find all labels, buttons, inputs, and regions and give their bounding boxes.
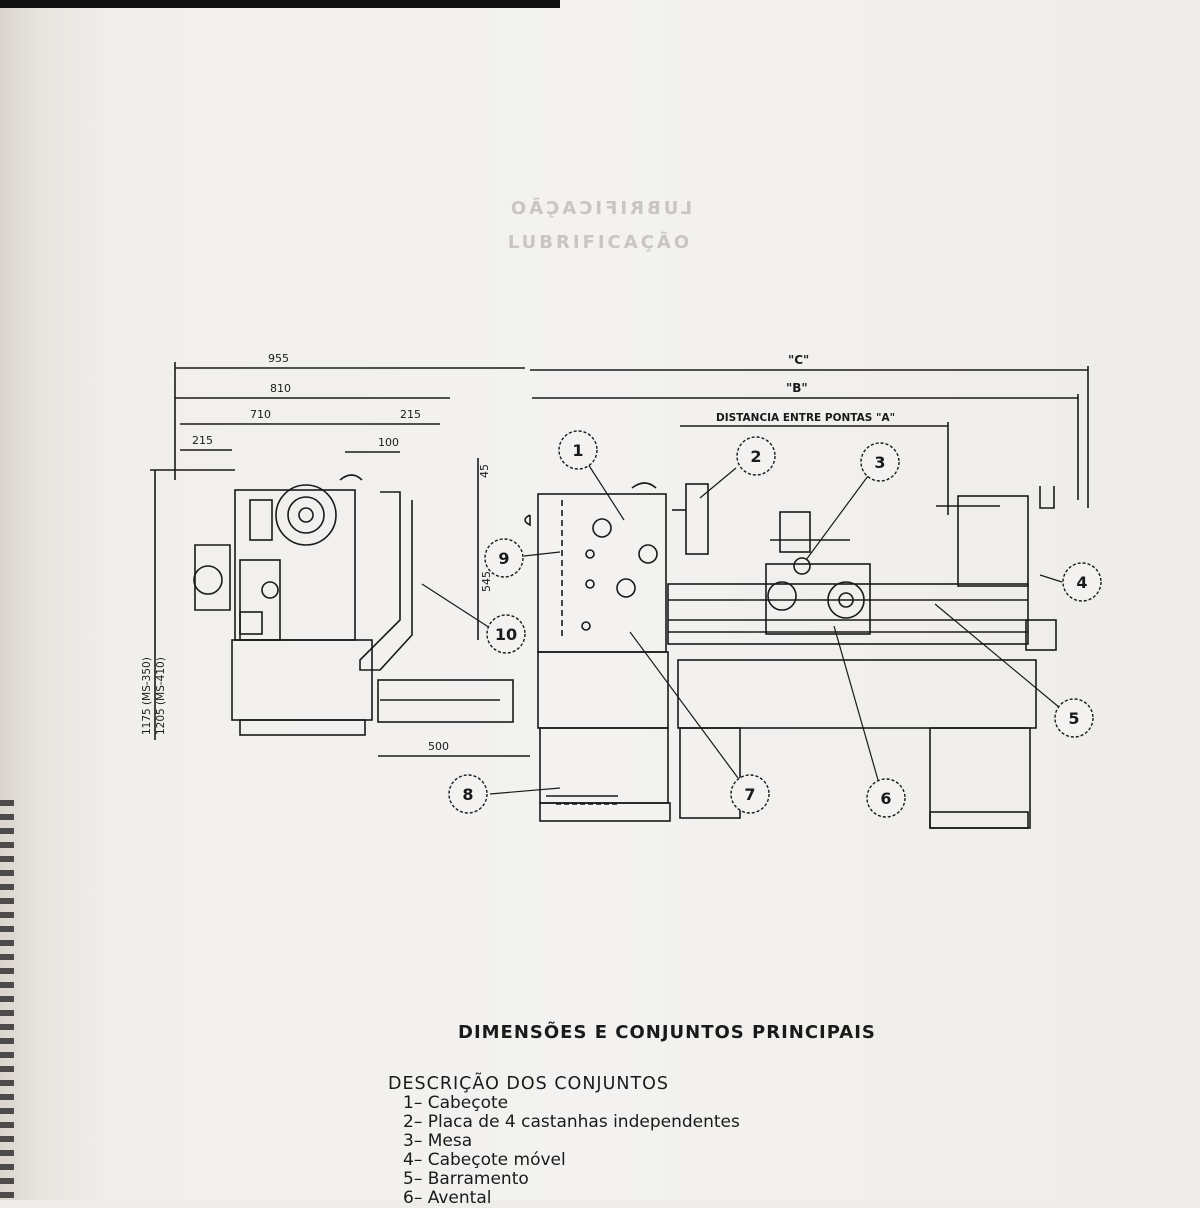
callout-7-label: 7	[744, 785, 755, 804]
callout-6-label: 6	[880, 789, 891, 808]
callout-leaders	[421, 463, 1063, 795]
callout-6	[866, 778, 906, 818]
callout-8-label: 8	[462, 785, 473, 804]
list-item: 6– Avental	[403, 1188, 492, 1208]
callout-3-label: 3	[874, 453, 885, 472]
top-edge-shadow	[0, 0, 560, 8]
dim-1205: 1205 (MS-410)	[155, 657, 167, 735]
assembly-description: DESCRIÇÃO DOS CONJUNTOS 1– Cabeçote 2– P…	[388, 1075, 740, 1208]
lathe-side-view	[193, 474, 514, 736]
show-through-title: LUBRIFICAÇÃO	[507, 232, 693, 253]
list-item: 2– Placa de 4 castanhas independentes	[403, 1112, 740, 1132]
callout-5	[1054, 698, 1094, 738]
callout-1-label: 1	[572, 441, 583, 460]
description-title: DESCRIÇÃO DOS CONJUNTOS	[388, 1074, 670, 1094]
dim-label-c: "C"	[788, 353, 809, 367]
callout-10-label: 10	[495, 625, 517, 644]
callout-8	[448, 774, 488, 814]
list-item: 1– Cabeçote	[403, 1093, 509, 1113]
dim-710: 710	[250, 408, 271, 421]
lathe-technical-drawing: 955 810 710 215 215 100 "C" "B"	[141, 352, 1102, 829]
callout-3	[860, 442, 900, 482]
dim-label-b: "B"	[786, 381, 808, 395]
dim-45: 45	[478, 464, 491, 478]
dim-955: 955	[268, 352, 289, 365]
dim-215-right: 215	[400, 408, 421, 421]
callout-markers	[448, 430, 1102, 818]
dimension-lines: 955 810 710 215 215 100 "C" "B"	[141, 352, 1089, 757]
list-item: 4– Cabeçote móvel	[403, 1150, 566, 1170]
lathe-front-view	[524, 482, 1057, 829]
callout-2	[736, 436, 776, 476]
callout-7	[730, 774, 770, 814]
section-heading: DIMENSÕES E CONJUNTOS PRINCIPAIS	[458, 1022, 876, 1043]
list-item: 3– Mesa	[403, 1131, 473, 1151]
dim-label-a: DISTANCIA ENTRE PONTAS "A"	[716, 412, 895, 424]
assembly-list: 1– Cabeçote 2– Placa de 4 castanhas inde…	[388, 1094, 740, 1208]
callout-2-label: 2	[750, 447, 761, 466]
callout-9-label: 9	[498, 549, 509, 568]
dim-500: 500	[428, 740, 449, 753]
dim-100: 100	[378, 436, 399, 449]
callout-10	[486, 614, 526, 654]
callout-1	[558, 430, 598, 470]
list-item: 5– Barramento	[403, 1169, 529, 1189]
callout-4	[1062, 562, 1102, 602]
dim-545: 545	[480, 571, 493, 592]
callout-4-label: 4	[1076, 573, 1087, 592]
dim-810: 810	[270, 382, 291, 395]
dim-1175: 1175 (MS-350)	[141, 657, 153, 735]
spiral-binding-holes	[0, 800, 14, 1200]
callout-numbers: 1 2 3 4 5 6 7 8 9 10	[462, 441, 1087, 808]
callout-5-label: 5	[1068, 709, 1079, 728]
dim-215-left: 215	[192, 434, 213, 447]
callout-9	[484, 538, 524, 578]
